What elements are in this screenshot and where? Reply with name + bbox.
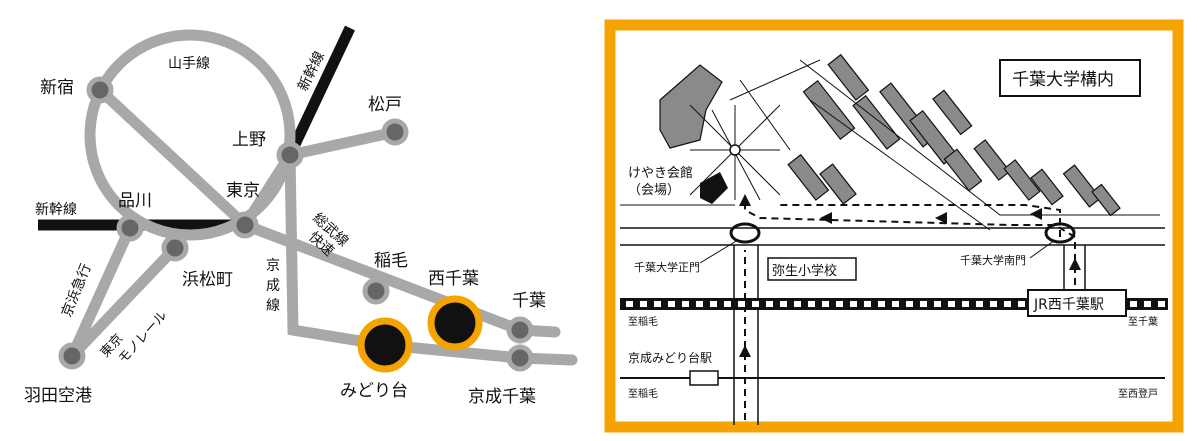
jr-line-tick bbox=[920, 301, 927, 307]
keyaki-hall-venue-label: （会場） bbox=[628, 183, 680, 198]
south-gate-label: 千葉大学南門 bbox=[960, 253, 1026, 267]
station-label-keisei-chiba: 京成千葉 bbox=[468, 387, 536, 407]
route-map: 山手線 新幹線 新幹線 総武線 快速 京 成 線 京浜急行 東京 モノレール 新… bbox=[24, 25, 578, 407]
jr-to-inage-label: 至稲毛 bbox=[628, 316, 658, 328]
jr-line-tick bbox=[822, 301, 829, 307]
station-marker-haneda bbox=[58, 342, 86, 370]
station-marker-hamamatsucho bbox=[161, 234, 189, 262]
station-label-chiba: 千葉 bbox=[512, 291, 546, 311]
keisei-to-nishinobuto-label: 至西登戸 bbox=[1118, 387, 1158, 400]
station-marker-chiba bbox=[506, 316, 534, 344]
jr-line-tick bbox=[654, 301, 661, 307]
shinkansen-line-north bbox=[285, 25, 355, 158]
line-label-keisei-2: 成 bbox=[266, 278, 280, 294]
station-marker-keisei-chiba bbox=[506, 344, 534, 372]
keyaki-hall-building bbox=[700, 172, 728, 204]
jr-station-box bbox=[1027, 289, 1127, 317]
campus-roads bbox=[620, 59, 1160, 231]
jr-line-tick bbox=[1004, 301, 1011, 307]
station-label-inage: 稲毛 bbox=[374, 251, 408, 271]
jr-line-tick bbox=[962, 301, 969, 307]
station-label-midoridai: みどり台 bbox=[340, 381, 408, 401]
jr-line-tick bbox=[892, 301, 899, 307]
jr-station-label: JR西千葉駅 bbox=[1033, 297, 1104, 313]
jr-line-tick bbox=[976, 301, 983, 307]
station-marker-midoridai bbox=[357, 317, 413, 373]
keisei-station-label: 京成みどり台駅 bbox=[628, 350, 712, 365]
station-label-hamamatsucho: 浜松町 bbox=[182, 270, 233, 290]
yamanote-loop bbox=[84, 29, 296, 241]
station-label-matsudo: 松戸 bbox=[368, 95, 402, 115]
station-marker-shinjuku bbox=[86, 76, 114, 104]
station-marker-shinagawa bbox=[116, 214, 144, 242]
school-label: 弥生小学校 bbox=[772, 263, 837, 279]
school-label-box bbox=[767, 257, 857, 281]
jr-line-tick bbox=[640, 301, 647, 307]
jr-line-tick bbox=[1158, 301, 1165, 307]
jr-to-chiba-label: 至千葉 bbox=[1128, 315, 1158, 328]
jr-line-tick bbox=[696, 301, 703, 307]
station-marker-ueno bbox=[276, 141, 304, 169]
jr-line-tick bbox=[878, 301, 885, 307]
jr-line-ticks bbox=[626, 301, 1165, 307]
jr-line-tick bbox=[780, 301, 787, 307]
main-gate-label: 千葉大学正門 bbox=[634, 260, 700, 274]
jr-line-tick bbox=[808, 301, 815, 307]
jr-line-tick bbox=[990, 301, 997, 307]
jr-line-tick bbox=[682, 301, 689, 307]
line-label-shinkansen-west: 新幹線 bbox=[35, 201, 77, 218]
line-label-keisei-3: 線 bbox=[266, 298, 280, 314]
station-label-shinjuku: 新宿 bbox=[40, 78, 74, 98]
jr-line-tick bbox=[1018, 301, 1025, 307]
campus-title-box bbox=[999, 59, 1141, 97]
station-label-nishi-chiba: 西千葉 bbox=[428, 269, 479, 289]
jr-line-tick bbox=[738, 301, 745, 307]
jr-line-tick bbox=[864, 301, 871, 307]
jr-line-tick bbox=[766, 301, 773, 307]
keisei-to-inage-label: 至稲毛 bbox=[628, 388, 658, 400]
campus-title: 千葉大学構内 bbox=[1012, 70, 1114, 90]
campus-roundabout bbox=[729, 144, 741, 156]
jr-line-tick bbox=[836, 301, 843, 307]
station-label-shinagawa: 品川 bbox=[118, 191, 152, 211]
jr-line-tick bbox=[948, 301, 955, 307]
jr-line-tick bbox=[1144, 301, 1151, 307]
keyaki-hall-label: けやき会館 bbox=[628, 166, 693, 181]
jr-line-tick bbox=[1130, 301, 1137, 307]
main-gate-marker bbox=[729, 222, 761, 244]
station-label-tokyo: 東京 bbox=[226, 181, 260, 201]
station-marker-matsudo bbox=[381, 118, 409, 146]
keisei-midoridai-station bbox=[689, 370, 719, 386]
jr-line-tick bbox=[906, 301, 913, 307]
station-label-haneda: 羽田空港 bbox=[24, 386, 92, 406]
line-label-keisei-1: 京 bbox=[266, 258, 280, 274]
line-label-yamanote: 山手線 bbox=[168, 56, 210, 72]
jr-line-tick bbox=[794, 301, 801, 307]
jr-line-tick bbox=[752, 301, 759, 307]
jr-line-tick bbox=[626, 301, 633, 307]
jr-line-tick bbox=[668, 301, 675, 307]
station-marker-tokyo bbox=[231, 211, 259, 239]
jr-line-tick bbox=[934, 301, 941, 307]
campus-map: 千葉大学構内 けやき会館 （会場） 千葉大学正門 千葉大学南門 弥生小学校 JR… bbox=[604, 19, 1184, 433]
line-label-monorail-2: モノレール bbox=[116, 308, 171, 366]
jr-line-tick bbox=[710, 301, 717, 307]
jr-line-tick bbox=[724, 301, 731, 307]
station-label-ueno: 上野 bbox=[232, 130, 266, 150]
route-arrows bbox=[739, 194, 1081, 357]
south-gate-marker bbox=[1044, 222, 1076, 244]
station-marker-inage bbox=[362, 277, 390, 305]
station-marker-nishi-chiba bbox=[427, 295, 483, 351]
campus-buildings bbox=[659, 53, 1121, 217]
jr-line-tick bbox=[850, 301, 857, 307]
